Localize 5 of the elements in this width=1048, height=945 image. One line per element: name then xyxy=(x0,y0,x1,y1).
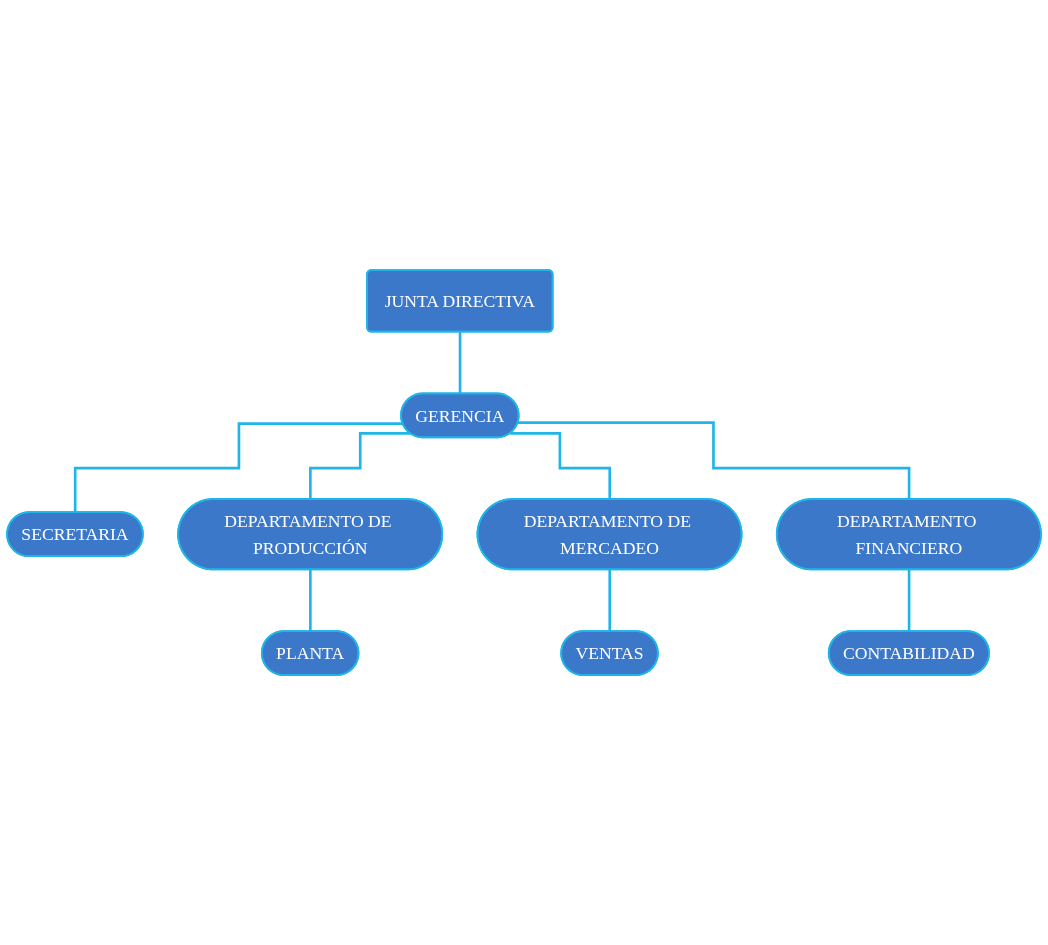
connector xyxy=(309,568,312,633)
connector xyxy=(73,422,403,514)
connector xyxy=(608,568,612,633)
connector xyxy=(907,568,911,633)
connector xyxy=(458,330,462,395)
